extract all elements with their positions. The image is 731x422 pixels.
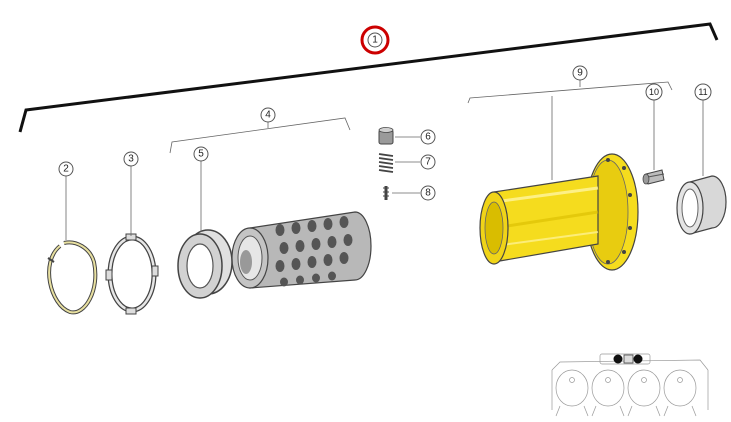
svg-text:6: 6 — [425, 132, 431, 143]
callout-11[interactable]: 11 — [694, 83, 712, 101]
callout-2[interactable]: 2 — [58, 161, 74, 177]
subassembly-bracket-9 — [467, 81, 673, 104]
callout-3[interactable]: 3 — [123, 151, 139, 167]
locator-thumbnail — [551, 353, 709, 417]
svg-text:9: 9 — [577, 68, 583, 79]
callout-7[interactable]: 7 — [420, 154, 436, 170]
svg-text:8: 8 — [425, 188, 431, 199]
svg-text:3: 3 — [128, 154, 134, 165]
callout-5[interactable]: 5 — [193, 146, 209, 162]
svg-text:5: 5 — [198, 149, 204, 160]
subassembly-bracket-4 — [169, 117, 351, 154]
spring-part — [378, 153, 394, 173]
locator-highlight — [613, 354, 643, 364]
callout-8[interactable]: 8 — [420, 185, 436, 201]
svg-text:2: 2 — [63, 164, 69, 175]
svg-text:11: 11 — [698, 87, 707, 97]
callout-1-label: 1 — [372, 35, 378, 46]
callout-6[interactable]: 6 — [420, 129, 436, 145]
cap-part — [378, 127, 394, 145]
callout-9[interactable]: 9 — [572, 65, 588, 81]
hub-housing-part — [479, 153, 639, 271]
svg-text:7: 7 — [425, 157, 431, 168]
svg-text:10: 10 — [649, 87, 659, 97]
callout-4[interactable]: 4 — [260, 107, 276, 123]
callout-10[interactable]: 10 — [645, 83, 663, 101]
bearing-ring-part — [177, 229, 233, 299]
snap-ring-part — [47, 240, 98, 315]
tab-washer-part — [105, 233, 159, 315]
bushing-ring-part — [676, 175, 727, 235]
pin-part — [383, 186, 389, 200]
assembly-bracket — [18, 22, 719, 133]
perforated-sleeve-part — [231, 211, 372, 289]
svg-text:4: 4 — [265, 110, 271, 121]
callout-1[interactable]: 1 — [360, 25, 390, 55]
grease-nipple-part — [642, 169, 665, 185]
